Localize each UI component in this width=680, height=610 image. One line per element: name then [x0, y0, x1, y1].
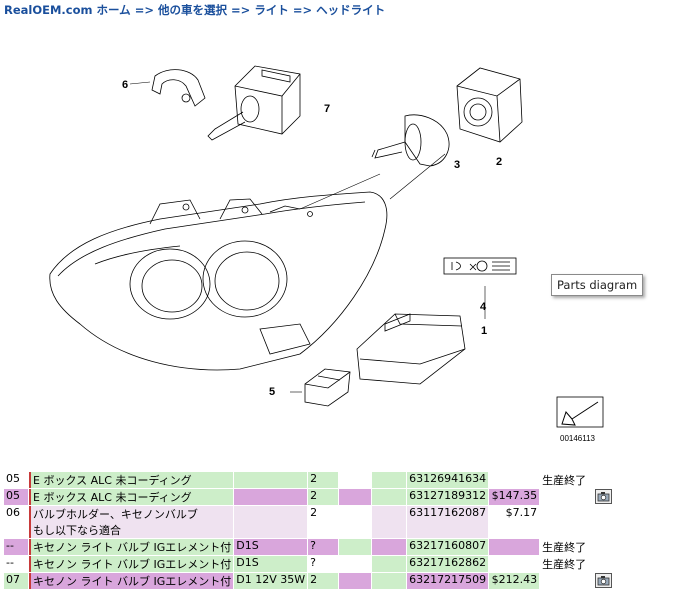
description-text: キセノン ライト バルブ IGエレメント付 — [33, 541, 232, 554]
description-cell: E ボックス ALC 未コーディング — [29, 489, 234, 505]
part-number-cell[interactable]: 63217217509 — [407, 573, 489, 589]
description-text: バルブホルダー、キセノンバルブ — [33, 508, 198, 521]
status-cell: 生産終了 — [540, 472, 593, 488]
supplement-cell: D1S — [234, 556, 308, 572]
callout-2[interactable]: 2 — [496, 156, 502, 168]
ref-cell: 05 — [4, 489, 28, 505]
camera-cell — [593, 472, 615, 488]
spacer-cell — [339, 489, 372, 505]
price-cell: $212.43 — [489, 573, 540, 589]
breadcrumb-lights-link[interactable]: ライト — [254, 3, 289, 17]
description-cell: キセノン ライト バルブ IGエレメント付 — [29, 573, 234, 589]
ref-cell: -- — [4, 556, 28, 572]
camera-icon[interactable] — [595, 489, 613, 504]
camera-cell — [593, 506, 615, 538]
price-cell — [489, 539, 540, 555]
breadcrumb-separator: => — [231, 3, 251, 17]
callout-7[interactable]: 7 — [324, 103, 330, 115]
price-cell: $7.17 — [489, 506, 540, 538]
breadcrumb-separator: => — [134, 3, 154, 17]
breadcrumb-separator: => — [292, 3, 313, 17]
parts-diagram[interactable]: 6 7 3 2 4 1 5 00146113 — [0, 24, 680, 464]
spacer-cell — [339, 506, 372, 538]
parts-table: 05 E ボックス ALC 未コーディング 2 63126941634 生産終了 05 E … — [3, 471, 615, 590]
breadcrumb-home-link[interactable]: ホーム — [96, 3, 131, 17]
ref-cell: 05 — [4, 472, 28, 488]
price-cell: $147.35 — [489, 489, 540, 505]
supplement-cell — [234, 506, 308, 538]
quantity-cell: 2 — [308, 472, 339, 488]
camera-icon[interactable] — [595, 573, 613, 588]
spacer-cell — [339, 472, 372, 488]
quantity-cell: 2 — [308, 573, 339, 589]
status-cell: 生産終了 — [540, 539, 593, 555]
part-number-cell[interactable]: 63217160807 — [407, 539, 489, 555]
callout-4[interactable]: 4 — [480, 301, 487, 313]
spacer-cell — [372, 506, 407, 538]
part-number-cell[interactable]: 63217162862 — [407, 556, 489, 572]
camera-cell — [593, 489, 615, 505]
camera-cell — [593, 556, 615, 572]
description-cell: キセノン ライト バルブ IGエレメント付 — [29, 539, 234, 555]
parts-diagram-tooltip: Parts diagram — [551, 274, 644, 296]
spacer-cell — [372, 472, 407, 488]
callout-6[interactable]: 6 — [122, 79, 128, 91]
breadcrumb-select-car-link[interactable]: 他の車を選択 — [158, 3, 227, 17]
callout-3[interactable]: 3 — [454, 159, 460, 171]
quantity-cell: ? — [308, 556, 339, 572]
description-cell: バルブホルダー、キセノンバルブもし以下なら適合 — [29, 506, 234, 538]
fitment-note: もし以下なら適合 — [33, 524, 121, 537]
status-cell — [540, 506, 593, 538]
ref-cell: 07 — [4, 573, 28, 589]
table-row[interactable]: 05 E ボックス ALC 未コーディング 2 63127189312$147.35 — [4, 489, 615, 505]
diagram-image-id: 00146113 — [560, 434, 596, 443]
supplement-cell — [234, 472, 308, 488]
status-cell — [540, 573, 593, 589]
callout-5[interactable]: 5 — [269, 386, 275, 398]
ref-cell: 06 — [4, 506, 28, 538]
spacer-cell — [339, 556, 372, 572]
description-cell: キセノン ライト バルブ IGエレメント付 — [29, 556, 234, 572]
status-cell: 生産終了 — [540, 556, 593, 572]
quantity-cell: 2 — [308, 506, 339, 538]
price-cell — [489, 472, 540, 488]
breadcrumb: RealOEM.com ホーム => 他の車を選択 => ライト => ヘッドラ… — [4, 2, 385, 18]
spacer-cell — [339, 539, 372, 555]
spacer-cell — [372, 539, 407, 555]
spacer-cell — [372, 489, 407, 505]
supplement-cell: D1 12V 35W — [234, 573, 308, 589]
price-cell — [489, 556, 540, 572]
description-text: E ボックス ALC 未コーディング — [33, 474, 192, 487]
description-text: キセノン ライト バルブ IGエレメント付 — [33, 558, 232, 571]
description-text: E ボックス ALC 未コーディング — [33, 491, 192, 504]
quantity-cell: ? — [308, 539, 339, 555]
part-number-cell[interactable]: 63127189312 — [407, 489, 489, 505]
quantity-cell: 2 — [308, 489, 339, 505]
part-number-cell[interactable]: 63117162087 — [407, 506, 489, 538]
callout-1[interactable]: 1 — [481, 325, 487, 337]
camera-cell — [593, 573, 615, 589]
part-number-cell[interactable]: 63126941634 — [407, 472, 489, 488]
description-cell: E ボックス ALC 未コーディング — [29, 472, 234, 488]
spacer-cell — [339, 573, 372, 589]
ref-cell: -- — [4, 539, 28, 555]
supplement-cell — [234, 489, 308, 505]
spacer-cell — [372, 556, 407, 572]
table-row[interactable]: 05 E ボックス ALC 未コーディング 2 63126941634 生産終了 — [4, 472, 615, 488]
breadcrumb-headlight-link[interactable]: ヘッドライト — [316, 3, 386, 17]
camera-cell — [593, 539, 615, 555]
supplement-cell: D1S — [234, 539, 308, 555]
breadcrumb-site-link[interactable]: RealOEM.com — [4, 3, 93, 17]
status-cell — [540, 489, 593, 505]
description-text: キセノン ライト バルブ IGエレメント付 — [33, 575, 232, 588]
spacer-cell — [372, 573, 407, 589]
